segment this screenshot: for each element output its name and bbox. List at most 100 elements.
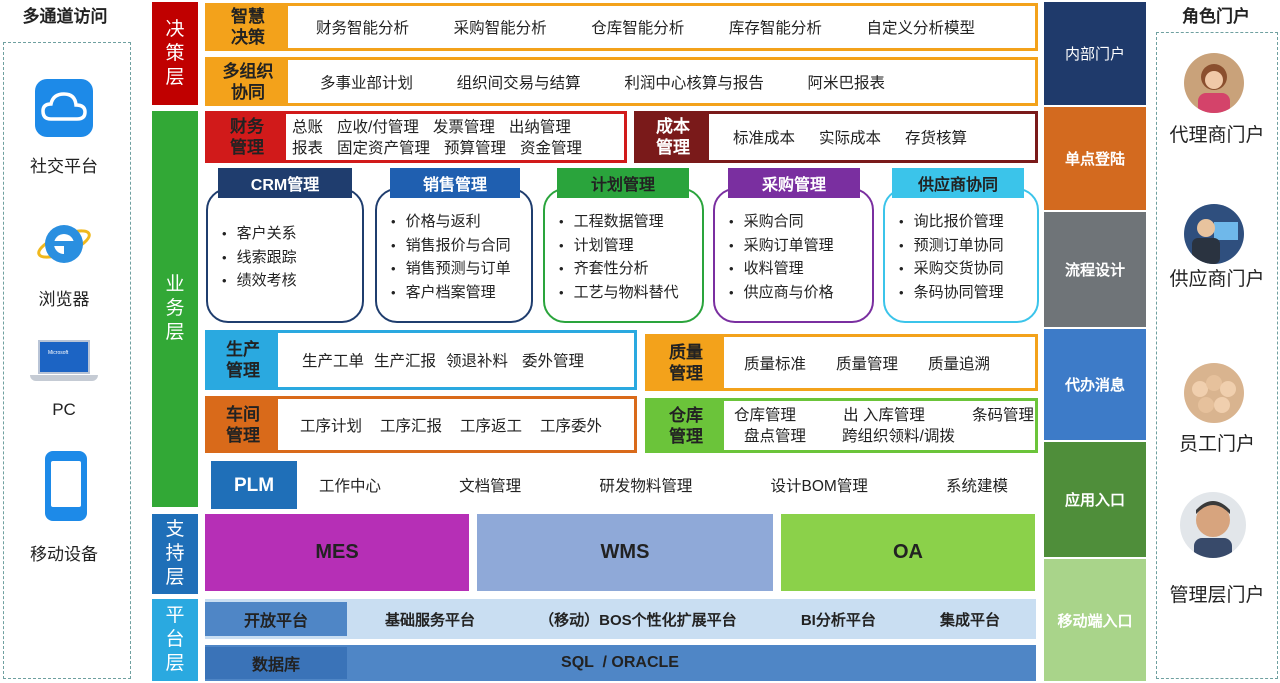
list-item: 采购交货协同: [899, 257, 1031, 281]
layer-label-support: 支持层: [152, 514, 198, 594]
decision-row-smart: 智慧决策 财务智能分析 采购智能分析 仓库智能分析 库存智能分析 自定义分析模型: [205, 3, 1038, 51]
tag-database: 数据库: [205, 647, 347, 679]
list-item: 销售预测与订单: [391, 257, 525, 281]
item: 资金管理: [520, 140, 583, 157]
list-item: 供应商与价格: [729, 281, 866, 305]
module-card-sales: 价格与返利 销售报价与合同 销售预测与订单 客户档案管理: [375, 188, 533, 323]
finance-items: 总账 应收/付管理 发票管理 出纳管理 报表 固定资产管理 预算管理 资金管理: [292, 117, 582, 159]
list-item: 工艺与物料替代: [559, 281, 696, 305]
item: 质量追溯: [928, 355, 991, 373]
tag-open-platform: 开放平台: [205, 602, 347, 636]
item: 设计BOM管理: [770, 478, 868, 495]
cost-box: 成本管理 标准成本 实际成本 存货核算: [634, 111, 1038, 163]
right-item-sso[interactable]: 单点登陆: [1044, 107, 1146, 212]
warehouse-items: 仓库管理 出 入库管理 条码管理 盘点管理 跨组织领料/调拨: [734, 405, 1034, 447]
tag-quality: 质量管理: [648, 337, 724, 388]
support-oa: OA: [781, 514, 1035, 591]
right-item-flow-design[interactable]: 流程设计: [1044, 212, 1146, 329]
item: 文档管理: [459, 478, 522, 495]
item: 存货核算: [905, 130, 968, 147]
platform-open-row: 开放平台 基础服务平台 （移动）BOS个性化扩展平台 BI分析平台 集成平台: [205, 599, 1036, 639]
module-title-crm: CRM管理: [218, 168, 352, 198]
support-mes: MES: [205, 514, 469, 591]
item: 集成平台: [939, 611, 1000, 629]
avatar-employee[interactable]: [1184, 363, 1244, 423]
module-card-purchase: 采购合同 采购订单管理 收料管理 供应商与价格: [713, 188, 874, 323]
item: 标准成本: [733, 130, 796, 147]
portal-label-agent: 代理商门户: [1169, 125, 1265, 146]
list-item: 齐套性分析: [559, 257, 696, 281]
right-item-app-entry[interactable]: 应用入口: [1044, 442, 1146, 559]
item: （移动）BOS个性化扩展平台: [539, 611, 737, 629]
right-panel-title: 角色门户: [1182, 7, 1250, 26]
finance-box: 财务管理 总账 应收/付管理 发票管理 出纳管理 报表 固定资产管理 预算管理 …: [205, 111, 627, 163]
cloud-icon[interactable]: [35, 79, 93, 137]
laptop-screen: Microsoft: [38, 340, 90, 374]
channel-label-pc: PC: [52, 400, 76, 419]
phone-icon[interactable]: [45, 451, 87, 521]
tag-finance: 财务管理: [208, 114, 286, 160]
decision-row-multi-org: 多组织协同 多事业部计划 组织间交易与结算 利润中心核算与报告 阿米巴报表: [205, 57, 1038, 106]
item: 盘点管理: [744, 428, 807, 445]
avatar-management[interactable]: [1180, 492, 1246, 558]
list-item: 采购合同: [729, 210, 866, 234]
module-card-crm: 客户关系 线索跟踪 绩效考核: [206, 188, 364, 323]
avatar-supplier[interactable]: [1184, 204, 1244, 264]
item: 仓库管理: [734, 407, 797, 424]
list-item: 工程数据管理: [559, 210, 696, 234]
item: 发票管理: [432, 119, 495, 136]
tag-warehouse: 仓库管理: [648, 401, 724, 450]
module-title-plan: 计划管理: [557, 168, 689, 198]
laptop-icon[interactable]: Microsoft: [30, 340, 98, 386]
browser-icon[interactable]: [34, 216, 94, 272]
tag-workshop: 车间管理: [208, 399, 278, 450]
module-title-sales: 销售管理: [390, 168, 520, 198]
item: 应收/付管理: [337, 119, 419, 136]
list-item: 采购订单管理: [729, 234, 866, 258]
list-item: 收料管理: [729, 257, 866, 281]
item: 工序汇报: [380, 417, 443, 435]
right-item-todo-message[interactable]: 代办消息: [1044, 329, 1146, 442]
item: 工序计划: [300, 417, 363, 435]
multi-org-items: 多事业部计划 组织间交易与结算 利润中心核算与报告 阿米巴报表: [320, 60, 1025, 103]
quality-items: 质量标准 质量管理 质量追溯: [744, 337, 990, 388]
item: 实际成本: [819, 130, 882, 147]
tag-plm: PLM: [211, 461, 297, 509]
layer-label-decision: 决策层: [152, 2, 198, 105]
list-item: 客户档案管理: [391, 281, 525, 305]
smart-decision-items: 财务智能分析 采购智能分析 仓库智能分析 库存智能分析 自定义分析模型: [316, 6, 1025, 48]
item: 领退补料: [446, 353, 509, 370]
channel-label-mobile: 移动设备: [30, 545, 98, 564]
item: 质量标准: [744, 355, 807, 373]
item: 基础服务平台: [385, 611, 476, 629]
right-item-internal-portal[interactable]: 内部门户: [1044, 2, 1146, 107]
item: 研发物料管理: [599, 478, 693, 495]
list-item: 线索跟踪: [222, 246, 356, 270]
warehouse-box: 仓库管理 仓库管理 出 入库管理 条码管理 盘点管理 跨组织领料/调拨: [645, 398, 1038, 453]
item: 工序返工: [460, 417, 523, 435]
item: BI分析平台: [800, 611, 876, 629]
item: 系统建模: [945, 478, 1008, 495]
list-item: 询比报价管理: [899, 210, 1031, 234]
item: 组织间交易与结算: [456, 74, 581, 92]
quality-box: 质量管理 质量标准 质量管理 质量追溯: [645, 334, 1038, 391]
module-card-supplier: 询比报价管理 预测订单协同 采购交货协同 条码协同管理: [883, 188, 1039, 323]
list-item: 预测订单协同: [899, 234, 1031, 258]
item: 出 入库管理: [843, 407, 925, 424]
list-item: 价格与返利: [391, 210, 525, 234]
item: 出纳管理: [508, 119, 571, 136]
plm-box: PLM 工作中心 文档管理 研发物料管理 设计BOM管理 系统建模: [205, 461, 1038, 509]
right-item-mobile-entry[interactable]: 移动端入口: [1044, 559, 1146, 681]
layer-label-business: 业务层: [152, 111, 198, 507]
module-title-supplier: 供应商协同: [892, 168, 1024, 198]
item: 工作中心: [319, 478, 382, 495]
left-panel-title: 多通道访问: [22, 7, 108, 26]
item: 仓库智能分析: [591, 20, 685, 37]
list-item: 绩效考核: [222, 269, 356, 293]
item: 预算管理: [444, 140, 507, 157]
item: 委外管理: [522, 353, 585, 370]
platform-db-row: 数据库 SQL / ORACLE: [205, 645, 1036, 681]
avatar-agent[interactable]: [1184, 53, 1244, 113]
item: 多事业部计划: [320, 74, 414, 92]
item: 利润中心核算与报告: [624, 74, 764, 92]
